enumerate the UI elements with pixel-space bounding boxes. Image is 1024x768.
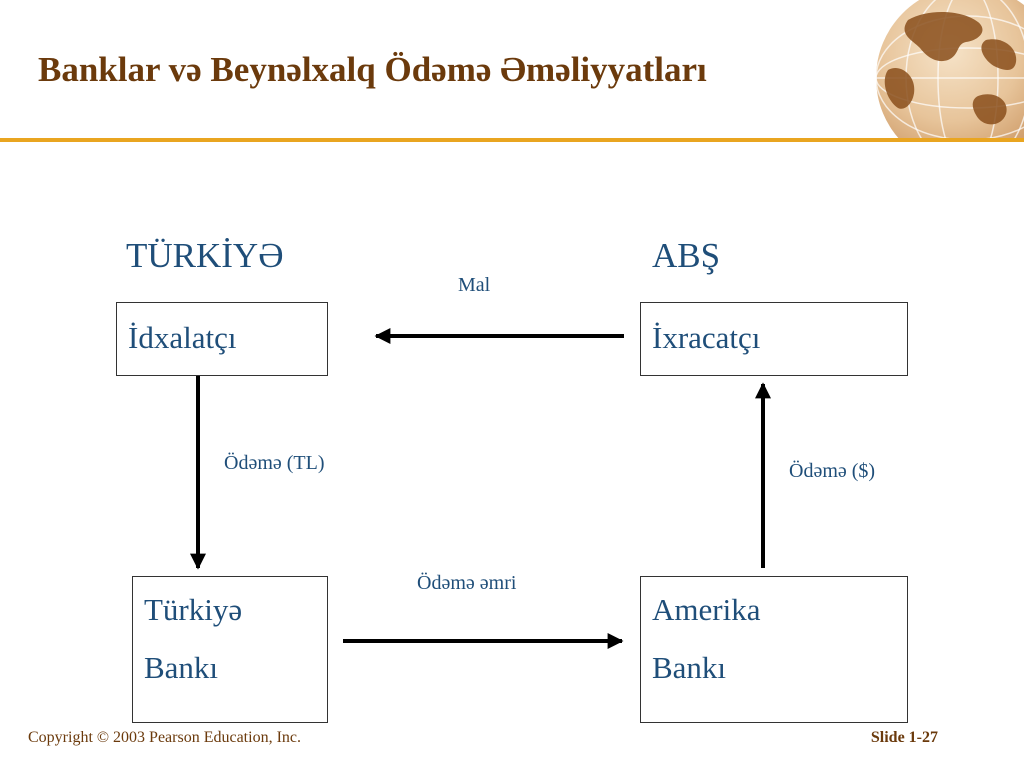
country-label-usa: ABŞ <box>652 236 721 275</box>
payment-order-label: Ödəmə əmri <box>417 572 517 594</box>
country-label-turkey: TÜRKİYƏ <box>126 236 284 275</box>
exporter-label: İxracatçı <box>652 320 761 355</box>
goods-label: Mal <box>458 274 491 296</box>
copyright-text: Copyright © 2003 Pearson Education, Inc. <box>28 729 301 746</box>
payment-tl-label: Ödəmə (TL) <box>224 452 325 474</box>
importer-label: İdxalatçı <box>128 320 237 355</box>
us-bank-box: Amerika Bankı <box>640 576 908 723</box>
us-bank-line2: Bankı <box>652 650 727 685</box>
globe-icon <box>875 0 1024 140</box>
importer-box: İdxalatçı <box>116 302 328 376</box>
slide-number: Slide 1-27 <box>870 729 938 746</box>
title-divider <box>0 138 1024 142</box>
turkey-bank-line1: Türkiyə <box>144 592 243 627</box>
us-bank-line1: Amerika <box>652 592 761 627</box>
turkey-bank-box: Türkiyə Bankı <box>132 576 328 723</box>
exporter-box: İxracatçı <box>640 302 908 376</box>
payment-usd-label: Ödəmə ($) <box>789 460 876 482</box>
turkey-bank-line2: Bankı <box>144 650 219 685</box>
slide-title: Banklar və Beynəlxalq Ödəmə Əməliyyatlar… <box>38 50 707 89</box>
